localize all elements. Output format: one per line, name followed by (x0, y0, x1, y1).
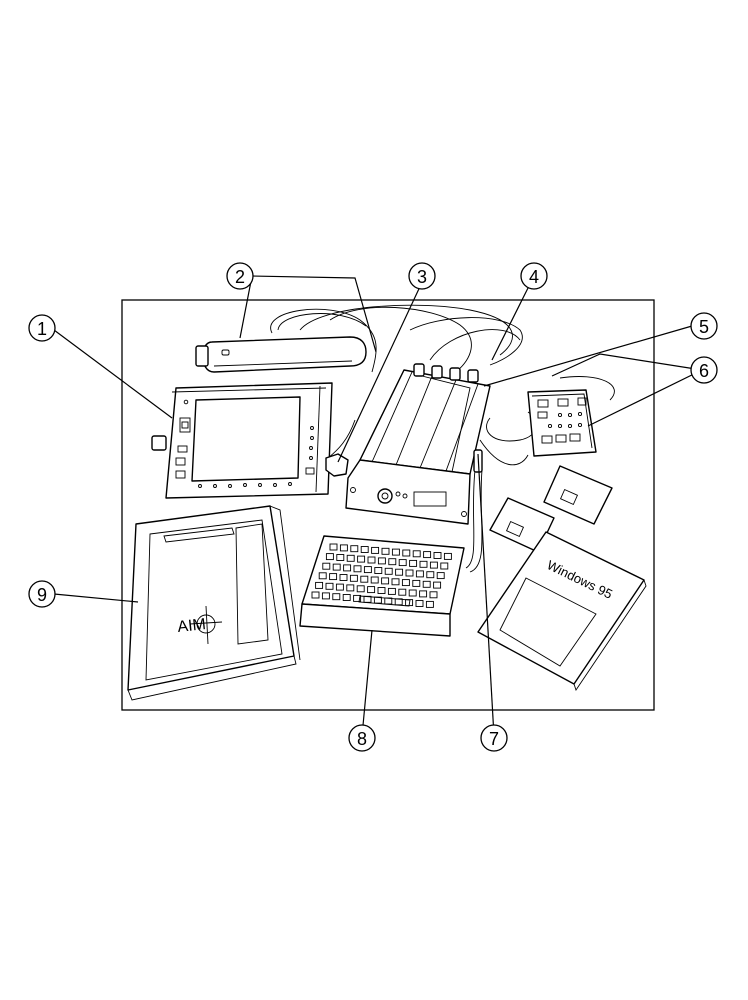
callout-label: 8 (357, 729, 367, 749)
callout-label: 2 (235, 267, 245, 287)
keyboard-key (409, 559, 418, 567)
keyboard-key (335, 583, 344, 591)
windows-95-book: Windows 95 (477, 531, 647, 692)
keyboard-key (440, 562, 449, 570)
keyboard-key (429, 591, 438, 599)
keyboard-key (405, 569, 414, 577)
keyboard-key (336, 554, 345, 561)
keyboard-key (395, 568, 404, 576)
processor-box (345, 363, 491, 525)
keyboard-key (423, 551, 432, 559)
callout-7: 7 (480, 724, 508, 752)
keyboard-key (325, 553, 334, 561)
keyboard-key (415, 600, 424, 607)
keyboard-key (356, 585, 365, 593)
keyboard-key (318, 572, 327, 580)
keypad (527, 389, 597, 457)
keyboard-key (377, 557, 386, 565)
keyboard-key (349, 574, 358, 582)
callout-label: 5 (699, 317, 709, 337)
callout-label: 6 (699, 361, 709, 381)
keyboard-key (363, 566, 372, 574)
keyboard-key (401, 579, 410, 587)
keyboard-key (353, 565, 362, 573)
keyboard-key (391, 548, 400, 556)
keyboard-key (398, 559, 407, 567)
keyboard-key (425, 600, 434, 608)
keyboard-key (350, 545, 359, 553)
display-unit (151, 382, 349, 499)
keyboard-key (311, 591, 320, 599)
keyboard-key (360, 546, 369, 553)
manual-binder: AIM (127, 505, 301, 701)
keyboard-key (346, 584, 355, 592)
keyboard-key (325, 582, 334, 590)
keyboard-key (367, 586, 376, 594)
keyboard-key (419, 560, 428, 568)
background-frame (121, 299, 655, 711)
callout-6: 6 (690, 356, 718, 384)
keyboard-key (329, 543, 338, 551)
keyboard-key (422, 580, 431, 588)
keyboard-key (429, 561, 438, 569)
keyboard-key (433, 581, 442, 589)
keyboard-key (377, 587, 386, 594)
keyboard-key (426, 571, 435, 579)
callout-1: 1 (28, 314, 56, 342)
keyboard-key (384, 567, 393, 575)
keyboard-key (419, 590, 428, 598)
keyboard-key (357, 555, 366, 563)
leader-lines (53, 275, 703, 737)
keyboard-key (415, 570, 424, 578)
keyboard-key (443, 552, 452, 560)
keyboard-key (412, 579, 421, 587)
keyboard-key (339, 574, 348, 581)
keyboard-key (408, 589, 417, 597)
keyboard-key (332, 593, 341, 601)
sensor-tube (195, 336, 367, 373)
keyboard-key (315, 581, 324, 589)
keyboard-key (412, 550, 421, 558)
keyboard-key (371, 546, 380, 554)
keyboard-key (322, 562, 331, 570)
manual-logo: AIM (177, 616, 207, 636)
keyboard-key (381, 547, 390, 555)
callout-2: 2 (226, 262, 254, 290)
keyboard-key (346, 554, 355, 562)
keyboard-key (360, 575, 369, 583)
callout-label: 1 (37, 319, 47, 339)
keyboard (299, 535, 465, 637)
cables (270, 304, 615, 573)
keyboard-key (402, 549, 411, 557)
keyboard-key (374, 567, 383, 574)
keyboard-key (433, 552, 442, 559)
keyboard-key (391, 578, 400, 586)
keyboard-key (343, 564, 352, 572)
keyboard-key (339, 544, 348, 552)
keyboard-key (387, 587, 396, 595)
keyboard-key (329, 573, 338, 581)
keyboard-key (353, 594, 362, 602)
callout-3: 3 (408, 262, 436, 290)
callout-label: 7 (489, 729, 499, 749)
callout-4: 4 (520, 262, 548, 290)
callout-9: 9 (28, 580, 56, 608)
callout-8: 8 (348, 724, 376, 752)
callout-5: 5 (690, 312, 718, 340)
keyboard-key (436, 572, 445, 580)
callout-label: 9 (37, 585, 47, 605)
callout-label: 3 (417, 267, 427, 287)
keyboard-key (370, 576, 379, 584)
keyboard-key (332, 563, 341, 571)
keyboard-key (367, 556, 376, 564)
callout-label: 4 (529, 267, 539, 287)
keyboard-key (388, 558, 397, 566)
keyboard-key (321, 592, 330, 600)
keyboard-key (398, 588, 407, 596)
keyboard-key (342, 594, 351, 601)
keyboard-key (381, 577, 390, 585)
floppy-disks (489, 465, 613, 553)
